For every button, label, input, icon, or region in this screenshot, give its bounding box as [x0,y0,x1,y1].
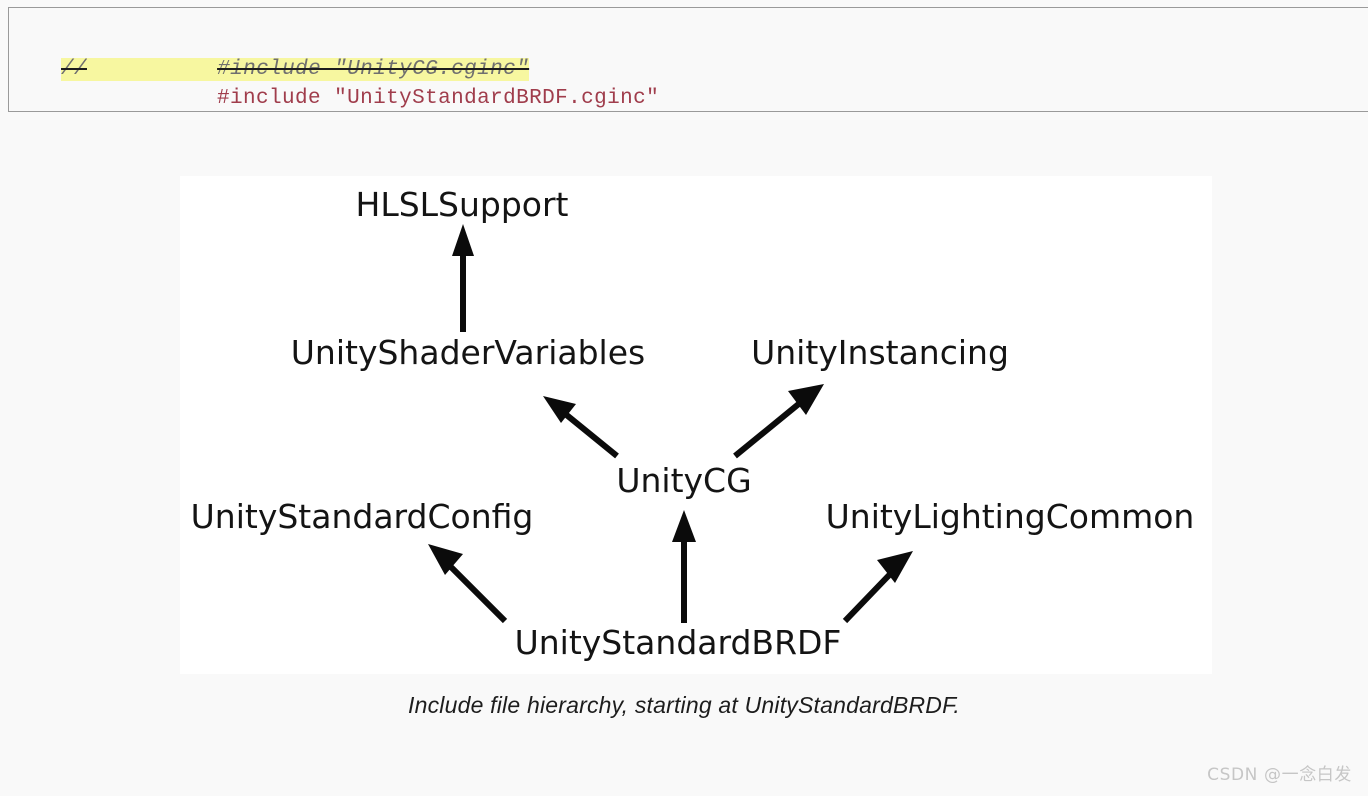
edge-unitystandardbrdf-to-unitycg [672,510,696,623]
code-gap-spacer [87,58,218,81]
diagram-canvas: HLSLSupport UnityShaderVariables UnityIn… [191,185,1195,662]
figure-caption: Include file hierarchy, starting at Unit… [408,692,960,718]
edge-unityshadervariables-to-hlslsupport [452,224,474,332]
node-unitycg: UnityCG [616,461,751,500]
code-comment-marker: // [61,58,88,81]
node-unityinstancing: UnityInstancing [751,333,1009,372]
code-line-active: #include "UnityStandardBRDF.cginc" [9,64,659,133]
code-include-directive: #include [217,87,322,110]
code-commented-include: #include "UnityCG.cginc" [217,58,530,81]
node-unitystandardconfig: UnityStandardConfig [191,497,534,536]
edge-unitycg-to-unityinstancing [733,384,824,459]
node-unityshadervariables: UnityShaderVariables [291,333,645,372]
node-unitystandardbrdf: UnityStandardBRDF [515,623,842,662]
edge-unitystandardbrdf-to-unitylightingcommon [842,551,913,624]
edge-unitystandardbrdf-to-unitystandardconfig [428,544,508,624]
edge-unitycg-to-unityshadervariables [543,396,619,459]
node-hlslsupport: HLSLSupport [356,185,569,224]
watermark: CSDN @一念白发 [1207,765,1352,785]
node-unitylightingcommon: UnityLightingCommon [826,497,1195,536]
code-space [321,87,334,110]
code-line-commented: // #include "UnityCG.cginc" [9,35,530,104]
code-indent-spacer [61,87,217,110]
code-include-path: "UnityStandardBRDF.cginc" [334,87,660,110]
include-hierarchy-diagram: HLSLSupport UnityShaderVariables UnityIn… [180,176,1212,674]
code-block: // #include "UnityCG.cginc" #include "Un… [8,7,1368,112]
